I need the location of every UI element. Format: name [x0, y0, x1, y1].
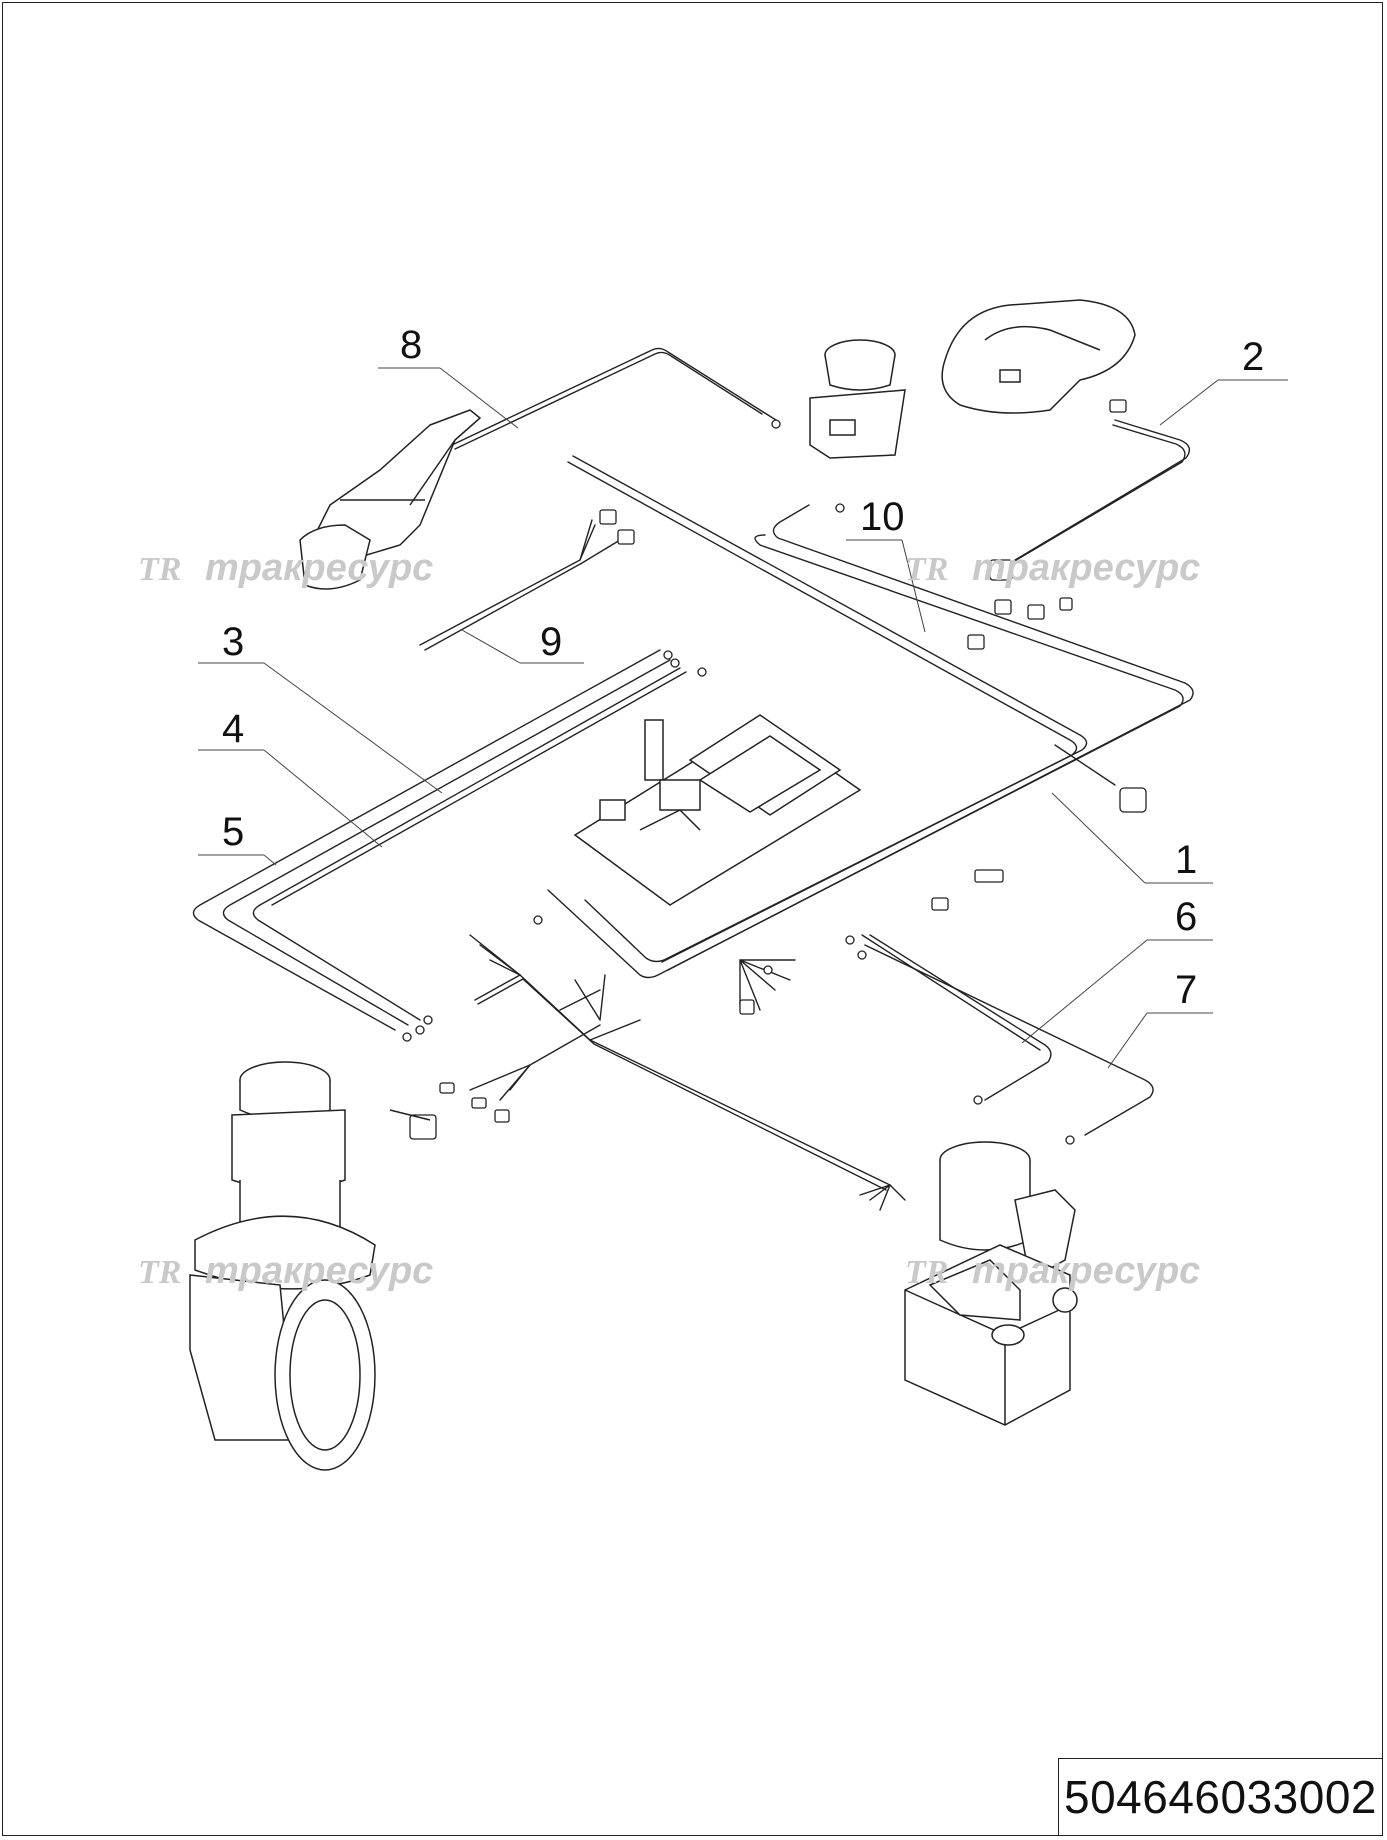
svg-text:тракресурс: тракресурс	[205, 1250, 433, 1292]
motor-controller	[573, 714, 862, 906]
callout-1: 1	[1175, 838, 1197, 882]
cable-2	[985, 419, 1191, 579]
watermark-top-right: TR тракресурс	[905, 547, 1200, 589]
svg-text:тракресурс: тракресурс	[205, 547, 433, 589]
callout-9: 9	[540, 620, 562, 664]
callout-7: 7	[1175, 968, 1197, 1012]
cable-1	[567, 455, 1116, 963]
callout-6: 6	[1175, 895, 1197, 939]
callout-5: 5	[222, 810, 244, 854]
svg-text:TR: TR	[905, 1254, 948, 1291]
svg-text:TR: TR	[138, 551, 181, 588]
cable-10	[547, 504, 1194, 979]
svg-text:TR: TR	[138, 1254, 181, 1291]
watermark-bottom-right: TR тракресурс	[905, 1250, 1200, 1292]
watermark-top-left: TR тракресурс	[138, 547, 433, 589]
cables-3-4-5	[192, 649, 687, 1031]
svg-text:тракресурс: тракресурс	[972, 547, 1200, 589]
callout-4: 4	[222, 707, 244, 751]
watermark-bottom-left: TR тракресурс	[138, 1250, 433, 1292]
part-number-box: 504646033002	[1058, 1758, 1383, 1836]
callout-2: 2	[1242, 335, 1264, 379]
svg-text:TR: TR	[905, 551, 948, 588]
part-number: 504646033002	[1064, 1771, 1377, 1823]
callout-3: 3	[222, 620, 244, 664]
callout-10: 10	[860, 495, 905, 539]
callout-8: 8	[400, 323, 422, 367]
drive-unit	[189, 1061, 431, 1471]
cable-9	[419, 519, 621, 651]
cable-8	[451, 347, 777, 450]
control-panel	[941, 299, 1136, 414]
cables-6-7	[861, 934, 1154, 1136]
pump-unit	[904, 1141, 1078, 1426]
harness-branches	[469, 934, 906, 1211]
tiller-handle	[299, 409, 482, 590]
emergency-stop	[809, 339, 906, 459]
svg-text:тракресурс: тракресурс	[972, 1250, 1200, 1292]
